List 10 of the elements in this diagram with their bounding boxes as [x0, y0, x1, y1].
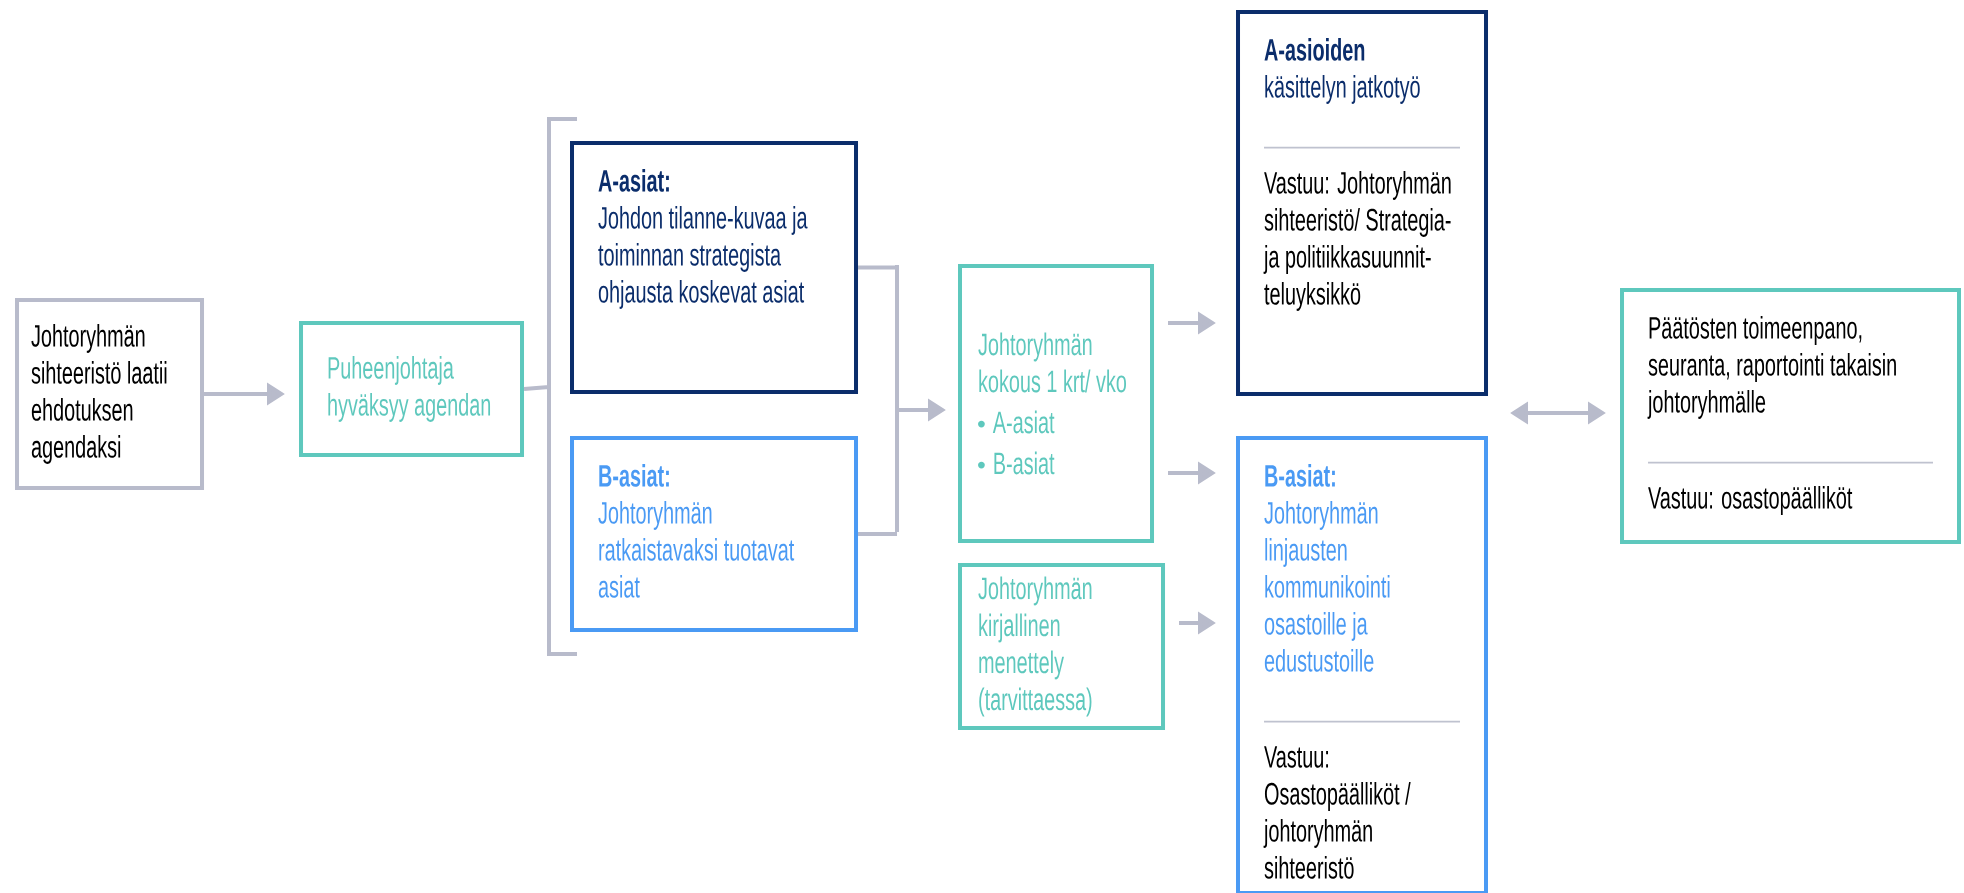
arrow [522, 117, 579, 656]
process-box: Päätösten toimeenpano, seuranta, raportointi takaisin johtoryhmälle Vastuu: osastopäälliköt [1620, 288, 1961, 544]
follow-up-box: A-asioiden käsittelyn jatkotyö Vastuu: Johtoryhmän sihteeristö/ Strategia- ja politiikkasuunnit-teluyksikkö [1236, 10, 1488, 396]
process-box: Johtoryhmän sihteeristö laatii ehdotuksen agendaksi [15, 298, 204, 490]
meeting-box: Johtoryhmän kokous 1 krt/ vko A-asiat B-asiat [958, 264, 1154, 543]
topic-box: A-asiat: Johdon tilanne-kuvaa ja toiminnan strategista ohjausta koskevat asiat [570, 141, 858, 394]
topic-box: B-asiat: Johtoryhmän ratkaistavaksi tuotavat asiat [570, 436, 858, 632]
process-box: Johtoryhmän kirjallinen menettely (tarvittaessa) [958, 563, 1165, 730]
process-box: Puheenjohtaja hyväksyy agendan [299, 321, 524, 457]
follow-up-box: B-asiat: Johtoryhmän linjausten kommunikointi osastoille ja edustustoille Vastuu: Osastopäälliköt / johtoryhmän sihteeristö [1236, 436, 1488, 893]
